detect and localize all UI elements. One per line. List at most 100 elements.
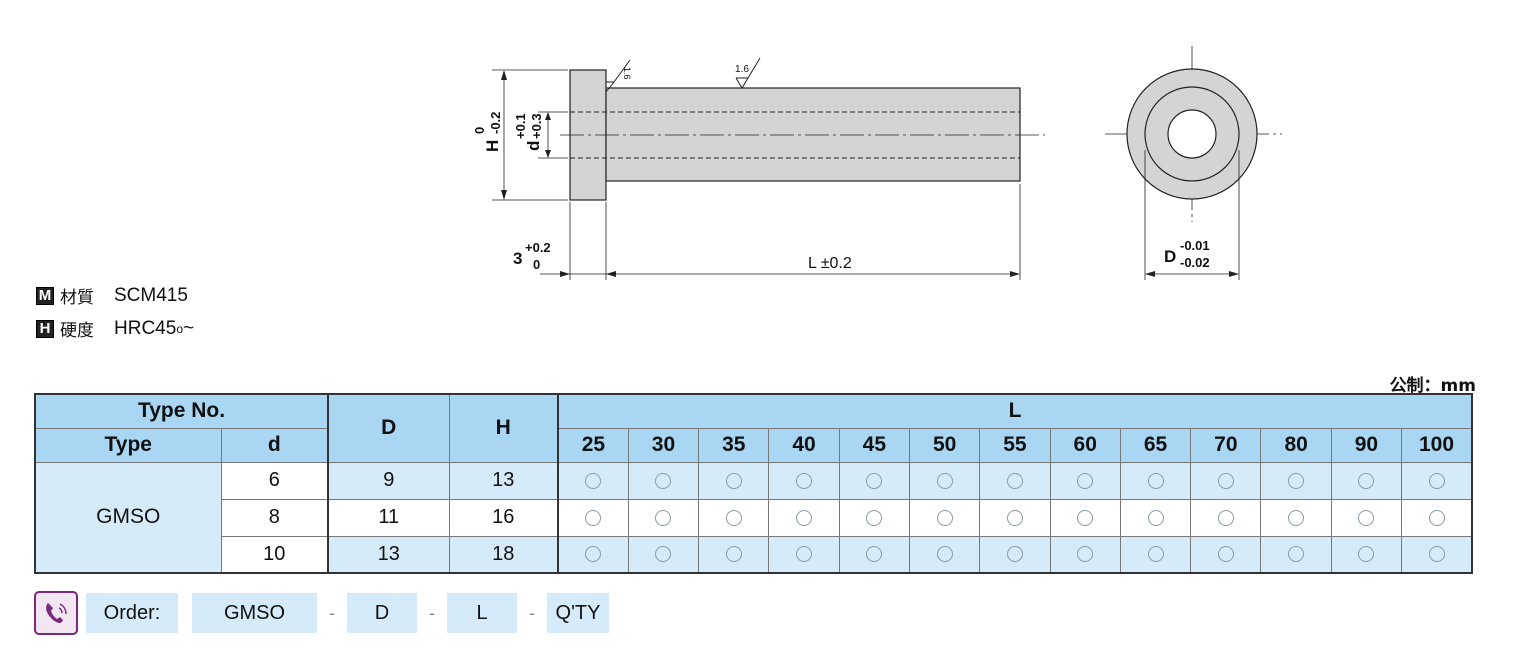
hardness-label: 硬度 [60, 321, 94, 341]
availability-circle-icon [585, 472, 602, 489]
availability-circle-icon [1006, 509, 1023, 526]
availability-cell [1119, 498, 1192, 537]
header-L-value: 60 [1049, 427, 1121, 463]
header-L-value: 50 [908, 427, 981, 463]
availability-cell [627, 461, 700, 500]
header-H: H [448, 393, 559, 463]
cell-d: 8 [220, 498, 329, 537]
availability-circle-icon [936, 546, 953, 563]
header-L-value: 35 [698, 427, 770, 463]
hardness-icon: H [36, 319, 54, 338]
header-D: D [327, 393, 450, 463]
availability-circle-icon [1428, 546, 1445, 563]
availability-cell [1260, 461, 1332, 500]
dim-H-tol-lower: -0.2 [488, 112, 503, 134]
availability-cell [838, 535, 910, 574]
availability-circle-icon [725, 546, 742, 563]
availability-cell [1049, 461, 1121, 500]
availability-cell [1260, 498, 1332, 537]
hardness-degree: o [176, 321, 183, 336]
cell-d: 6 [220, 461, 329, 500]
availability-cell [838, 461, 910, 500]
availability-circle-icon [655, 546, 672, 563]
cell-d: 10 [220, 535, 329, 574]
header-L: L [557, 393, 1473, 429]
order-d-field[interactable]: D [347, 593, 417, 633]
cell-H: 13 [448, 461, 559, 500]
availability-cell [1119, 461, 1192, 500]
dim-D-tol-upper: -0.01 [1180, 238, 1210, 253]
availability-circle-icon [1077, 509, 1094, 526]
order-label: Order: [86, 593, 178, 633]
availability-cell [1330, 535, 1403, 574]
order-l-field[interactable]: L [447, 593, 517, 633]
availability-cell [1260, 535, 1332, 574]
availability-circle-icon [1217, 472, 1234, 489]
availability-circle-icon [1006, 546, 1023, 563]
availability-circle-icon [1358, 546, 1375, 563]
availability-cell [1049, 498, 1121, 537]
order-sep: - [429, 602, 435, 623]
order-line: Order: GMSO - D - L - Q'TY [34, 591, 609, 635]
svg-text:1.6: 1.6 [735, 64, 749, 75]
header-L-value: 70 [1190, 427, 1262, 463]
hardness-value: HRC45 [114, 317, 177, 339]
cell-H: 18 [448, 535, 559, 574]
availability-circle-icon [585, 546, 602, 563]
availability-circle-icon [1217, 509, 1234, 526]
svg-text:1.6: 1.6 [622, 67, 632, 80]
availability-cell [557, 535, 629, 574]
material-value: SCM415 [114, 284, 188, 306]
header-type: Type [34, 427, 222, 463]
availability-circle-icon [1077, 472, 1094, 489]
availability-circle-icon [655, 509, 672, 526]
end-view-bore [1167, 109, 1217, 159]
cell-D: 9 [327, 461, 450, 500]
availability-circle-icon [1147, 546, 1164, 563]
roughness-mark-top: 1.6 [735, 57, 761, 89]
header-L-value: 90 [1330, 427, 1403, 463]
availability-cell [627, 535, 700, 574]
header-L-value: 45 [838, 427, 910, 463]
availability-cell [557, 461, 629, 500]
availability-cell [1401, 535, 1473, 574]
cell-D: 13 [327, 535, 450, 574]
availability-circle-icon [585, 509, 602, 526]
dim-D: D [1164, 247, 1176, 266]
availability-cell [1330, 498, 1403, 537]
order-sep: - [529, 602, 535, 623]
availability-cell [908, 461, 981, 500]
header-L-value: 80 [1260, 427, 1332, 463]
availability-cell [768, 461, 840, 500]
dim-d-tol-upper: +0.1 [513, 113, 528, 139]
availability-circle-icon [725, 472, 742, 489]
technical-drawing: 1.6 1.6 H 0 -0.2 d +0.1 +0.3 3 +0.2 0 L … [472, 46, 1282, 280]
spec-material: M 材質 SCM415 [36, 283, 188, 308]
header-d: d [220, 427, 329, 463]
dim-head: 3 [513, 249, 522, 268]
availability-circle-icon [936, 472, 953, 489]
availability-cell [979, 498, 1051, 537]
dim-d-tol-lower: +0.3 [529, 113, 544, 139]
order-type: GMSO [192, 593, 317, 633]
dim-D-tol-lower: -0.02 [1180, 255, 1210, 270]
availability-cell [1190, 461, 1262, 500]
header-L-value: 65 [1119, 427, 1192, 463]
availability-cell [768, 498, 840, 537]
availability-circle-icon [1288, 472, 1305, 489]
availability-circle-icon [866, 546, 883, 563]
material-icon: M [36, 286, 54, 305]
bushing-body [605, 87, 1021, 182]
availability-circle-icon [655, 472, 672, 489]
availability-circle-icon [1077, 546, 1094, 563]
header-L-value: 30 [627, 427, 700, 463]
availability-circle-icon [936, 509, 953, 526]
availability-cell [1190, 535, 1262, 574]
availability-circle-icon [1147, 509, 1164, 526]
order-qty-field[interactable]: Q'TY [547, 593, 609, 633]
roughness-mark-side: 1.6 [605, 59, 632, 93]
dim-H-tol-upper: 0 [472, 127, 487, 134]
availability-cell [979, 535, 1051, 574]
